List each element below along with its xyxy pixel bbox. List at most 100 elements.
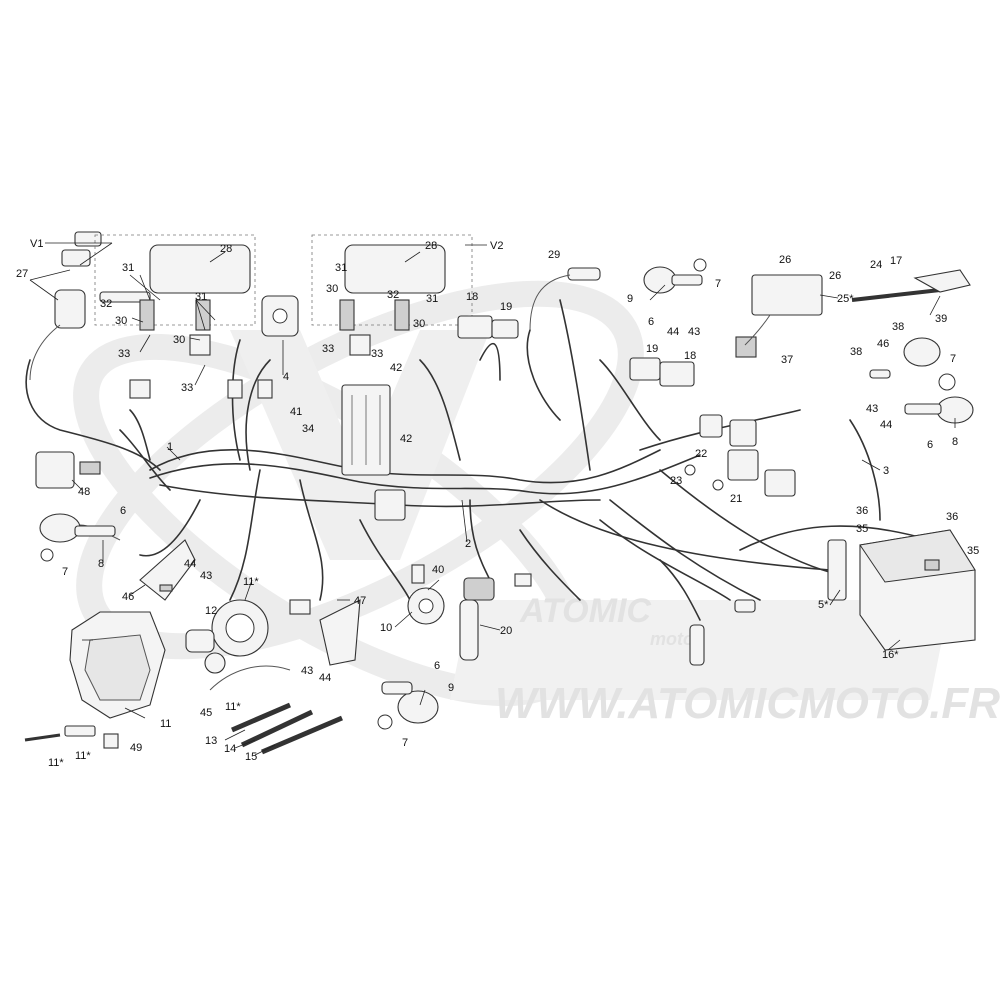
callout-18-b: 18 [684, 350, 696, 362]
callout-36-a: 36 [856, 505, 868, 517]
callout-38-a: 38 [892, 321, 904, 333]
callout-11s-d: 11* [75, 750, 91, 762]
callout-40: 40 [432, 564, 444, 576]
callout-41: 41 [290, 406, 302, 418]
callout-43-c: 43 [200, 570, 212, 582]
regulator-25 [735, 274, 823, 358]
callout-3: 3 [883, 465, 889, 477]
callout-6-c: 6 [120, 505, 126, 517]
horn [407, 564, 445, 625]
callout-26-a: 26 [779, 254, 791, 266]
callout-13: 13 [205, 735, 217, 747]
callout-42-b: 42 [400, 433, 412, 445]
callout-47: 47 [354, 595, 366, 607]
callout-39: 39 [935, 313, 947, 325]
callout-5s: 5* [818, 599, 829, 611]
callout-33-b: 33 [181, 382, 193, 394]
callout-22: 22 [695, 448, 707, 460]
callout-21: 21 [730, 493, 742, 505]
callout-12: 12 [205, 605, 217, 617]
callout-9-a: 9 [627, 293, 633, 305]
turn-signal-left-rear [377, 681, 439, 730]
callout-44-c: 44 [184, 558, 196, 570]
callout-32-a: 32 [100, 298, 112, 310]
callout-8-b: 8 [98, 558, 104, 570]
callout-48: 48 [78, 486, 90, 498]
callout-9-b: 9 [448, 682, 454, 694]
callout-33-c: 33 [322, 343, 334, 355]
relay-48 [35, 451, 101, 489]
watermark-brand: ATOMIC [519, 592, 651, 630]
callout-6-d: 6 [434, 660, 440, 672]
callout-38-b: 38 [850, 346, 862, 358]
headlight [69, 611, 166, 719]
callout-1: 1 [167, 441, 173, 453]
callout-30-d: 30 [413, 318, 425, 330]
callout-46-a: 46 [877, 338, 889, 350]
callout-19-a: 19 [500, 301, 512, 313]
callout-18-a: 18 [466, 291, 478, 303]
callout-7-d: 7 [402, 737, 408, 749]
callout-30-b: 30 [173, 334, 185, 346]
callout-24: 24 [870, 259, 882, 271]
callout-27: 27 [16, 268, 28, 280]
sensor-29 [529, 267, 601, 331]
callout-labels: V1 V2 27 28 28 31 31 31 31 32 32 30 30 3… [16, 238, 979, 769]
callout-6-a: 6 [648, 316, 654, 328]
callout-43-a: 43 [688, 326, 700, 338]
callout-35-b: 35 [967, 545, 979, 557]
callout-26-b: 26 [829, 270, 841, 282]
callout-34: 34 [302, 423, 314, 435]
callout-35-a: 35 [856, 523, 868, 535]
handlebar-switch [227, 295, 299, 399]
watermark-url: WWW.ATOMICMOTO.FR [495, 679, 1000, 728]
callout-19-b: 19 [646, 343, 658, 355]
callout-30-a: 30 [115, 315, 127, 327]
callout-7-c: 7 [62, 566, 68, 578]
turn-signal-right-front [643, 258, 707, 294]
callout-4: 4 [283, 371, 289, 383]
headlight-bolts [24, 725, 119, 749]
callout-11s-c: 11* [48, 757, 64, 769]
callout-37: 37 [781, 354, 793, 366]
callout-15: 15 [245, 751, 257, 763]
callout-43-d: 43 [301, 665, 313, 677]
callout-31-c: 31 [335, 262, 347, 274]
turn-signal-left-front [39, 513, 116, 562]
callout-28-v2: 28 [425, 240, 437, 252]
callout-11s-a: 11* [243, 576, 259, 588]
callout-17: 17 [890, 255, 902, 267]
callout-29: 29 [548, 249, 560, 261]
callout-8-a: 8 [952, 436, 958, 448]
socket-11 [185, 599, 269, 674]
turn-signal-right-rear [904, 396, 974, 424]
sensors-lower [289, 573, 756, 666]
callout-14: 14 [224, 743, 236, 755]
callout-25s: 25* [837, 293, 854, 305]
callout-36-b: 36 [946, 511, 958, 523]
callout-44-a: 44 [667, 326, 679, 338]
callout-31-b: 31 [195, 291, 207, 303]
callout-33-d: 33 [371, 348, 383, 360]
callout-7-b: 7 [950, 353, 956, 365]
relays-21-22 [684, 414, 796, 497]
leader-lines [29, 242, 956, 756]
rear-light-38 [869, 337, 956, 391]
battery [827, 529, 976, 651]
connectors-18-19 [457, 315, 695, 387]
callout-28-v1: 28 [220, 243, 232, 255]
brackets [139, 539, 361, 666]
callout-7-a: 7 [715, 278, 721, 290]
callout-30-c: 30 [326, 283, 338, 295]
ecu-module [341, 384, 406, 521]
callout-v2: V2 [490, 240, 503, 252]
callout-42-a: 42 [390, 362, 402, 374]
callout-43-b: 43 [866, 403, 878, 415]
callout-10: 10 [380, 622, 392, 634]
callout-49: 49 [130, 742, 142, 754]
callout-46-b: 46 [122, 591, 134, 603]
callout-31-a: 31 [122, 262, 134, 274]
callout-20: 20 [500, 625, 512, 637]
main-harness [25, 299, 931, 691]
